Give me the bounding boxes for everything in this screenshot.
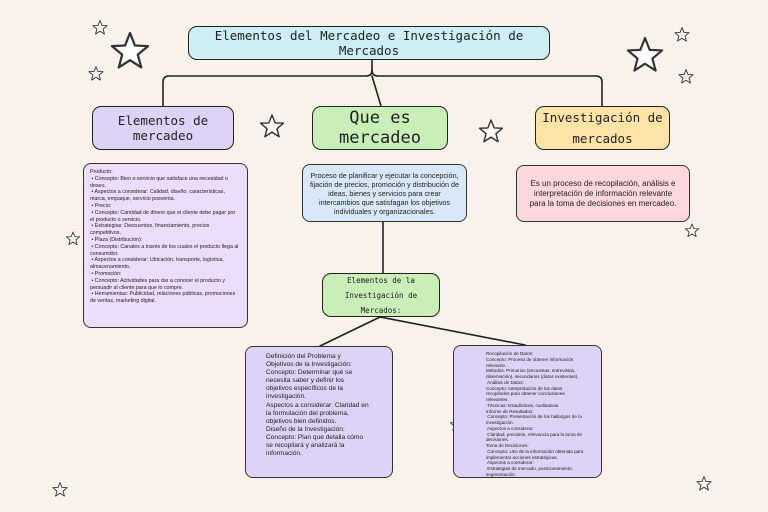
text-line: Métodos: Primarios (encuestas, entrevist… <box>486 368 576 374</box>
text-line: • Aspectos a considerar: Calidad, diseño… <box>90 189 225 196</box>
text-line: • Concepto: Cantidad de dinero que el cl… <box>90 209 236 216</box>
text-line: Aspectos a considerar: <box>486 425 534 431</box>
star-icon <box>626 36 664 72</box>
star-icon <box>110 31 150 69</box>
star-icon <box>478 119 504 143</box>
text-line: Recopilación de Datos: <box>486 351 534 356</box>
text-line: la formulación del problema, <box>266 409 349 417</box>
text-line: Definición del Problema y <box>266 353 341 360</box>
text-line: • Plaza (Distribución): <box>90 236 143 243</box>
text-line: Concepto: Plan que detalla cómo <box>266 433 364 441</box>
text-line: Objetivos de la Investigación: <box>266 361 352 369</box>
star-icon <box>65 231 81 246</box>
text-line: investigación. <box>486 420 514 425</box>
que-es-definition-box: Proceso de planificar y ejecutar la conc… <box>302 164 467 222</box>
star-icon <box>52 482 68 497</box>
investigacion-node: Investigación de mercados <box>535 106 670 150</box>
text-line: Toma de Decisiones: <box>486 443 529 448</box>
text-line: de ventas, marketing digital. <box>90 298 156 305</box>
text-line: segmentación. <box>486 471 516 477</box>
recopilacion-box: Recopilación de Datos:Concepto: Proceso … <box>453 345 602 478</box>
text-line: Aspectos a considerar: <box>486 460 534 466</box>
text-line: • Precio: <box>90 202 112 209</box>
text-line: • Herramientas: Publicidad, relaciones p… <box>90 291 236 298</box>
text-line: • Concepto: Bien o servicio que satisfac… <box>90 175 228 182</box>
star-icon <box>259 114 285 138</box>
que-es-definition: Proceso de planificar y ejecutar la conc… <box>309 170 460 216</box>
star-icon <box>678 69 694 84</box>
text-line: relevante. <box>486 362 507 368</box>
text-line: • Aspectos a considerar: Ubicación, tran… <box>90 257 224 264</box>
elementos-detail-box: Producto: • Concepto: Bien o servicio qu… <box>83 163 248 328</box>
text-line: decisiones. <box>486 437 509 443</box>
que-es-title: Que es mercadeo <box>339 108 421 148</box>
investigacion-title: Investigación de mercados <box>542 110 663 146</box>
text-line: se recopilará y analizará la <box>266 442 345 450</box>
text-line: relevantes. <box>486 397 509 402</box>
sub-investigacion-node: Elementos de la Investigación de Mercado… <box>322 273 440 317</box>
elementos-detail-list: Producto: • Concepto: Bien o servicio qu… <box>90 169 241 305</box>
star-icon <box>92 20 108 35</box>
que-es-node: Que es mercadeo <box>312 106 448 150</box>
text-line: información. <box>266 450 302 458</box>
text-line: Aspectos a considerar: Claridad en <box>266 401 369 409</box>
text-line: Informe de Resultados: <box>486 408 534 414</box>
star-icon <box>88 66 104 81</box>
text-line: almacenamiento. <box>90 264 131 271</box>
text-line: • Concepto: Actividades para dar a conoc… <box>90 277 225 284</box>
text-line: recopilados para obtener conclusiones <box>486 391 565 397</box>
text-line: observación), secundarios (datos existen… <box>486 374 579 379</box>
star-icon <box>696 476 712 491</box>
text-line: • Promoción: <box>90 270 122 277</box>
text-line: Concepto: Proceso de obtener información <box>486 356 574 362</box>
recopilacion-list: Recopilación de Datos:Concepto: Proceso … <box>486 351 593 478</box>
text-line: el producto o servicio. <box>90 216 142 223</box>
sub-investigacion-title: Elementos de la Investigación de Mercado… <box>344 275 418 315</box>
text-line: investigación. <box>266 393 306 401</box>
star-icon <box>674 27 690 42</box>
star-icon <box>684 223 700 238</box>
text-line: Producto: <box>90 169 113 175</box>
text-line: Concepto: Interpretación de los datos <box>486 385 563 391</box>
text-line: consumidor. <box>90 250 119 257</box>
text-line: Diseño de la Investigación: <box>266 425 345 433</box>
text-line: Estrategias de mercado, posicionamiento, <box>486 466 573 471</box>
text-line: • Estrategias: Descuentos, financiamient… <box>90 223 210 230</box>
elementos-node: Elementos de mercadeo <box>92 106 234 150</box>
text-line: Concepto: Uso de la información obtenida… <box>486 448 584 454</box>
text-line: Claridad, precisión, relevancia para la … <box>486 431 583 437</box>
investigacion-definition-box: Es un proceso de recopilación, análisis … <box>516 165 690 222</box>
text-line: implementar acciones estratégicas. <box>486 454 559 460</box>
text-line: Concepto: Presentación de los hallazgos … <box>486 414 582 420</box>
text-line: • Concepto: Canales a través de los cual… <box>90 243 239 250</box>
main-title: Elementos del Mercadeo e Investigación d… <box>214 28 524 58</box>
main-title-node: Elementos del Mercadeo e Investigación d… <box>188 26 550 60</box>
text-line: competitivos. <box>90 230 121 237</box>
elementos-title: Elementos de mercadeo <box>117 113 209 143</box>
investigacion-definition: Es un proceso de recopilación, análisis … <box>529 178 677 208</box>
text-line: objetivos bien definidos. <box>266 417 337 425</box>
text-line: objetivos específicos de la <box>266 385 343 393</box>
text-line: persuadir al cliente para que lo compre. <box>90 284 184 291</box>
text-line: Concepto: Determinar qué se <box>266 369 353 377</box>
text-line: Técnicas: Estadísticas, cualitativas. <box>486 402 560 408</box>
text-line: necesita saber y definir los <box>266 377 345 385</box>
text-line: Análisis de Datos: <box>486 379 524 385</box>
text-line: deseo. <box>90 182 106 189</box>
text-line: marca, empaque, servicio posventa. <box>90 196 176 203</box>
